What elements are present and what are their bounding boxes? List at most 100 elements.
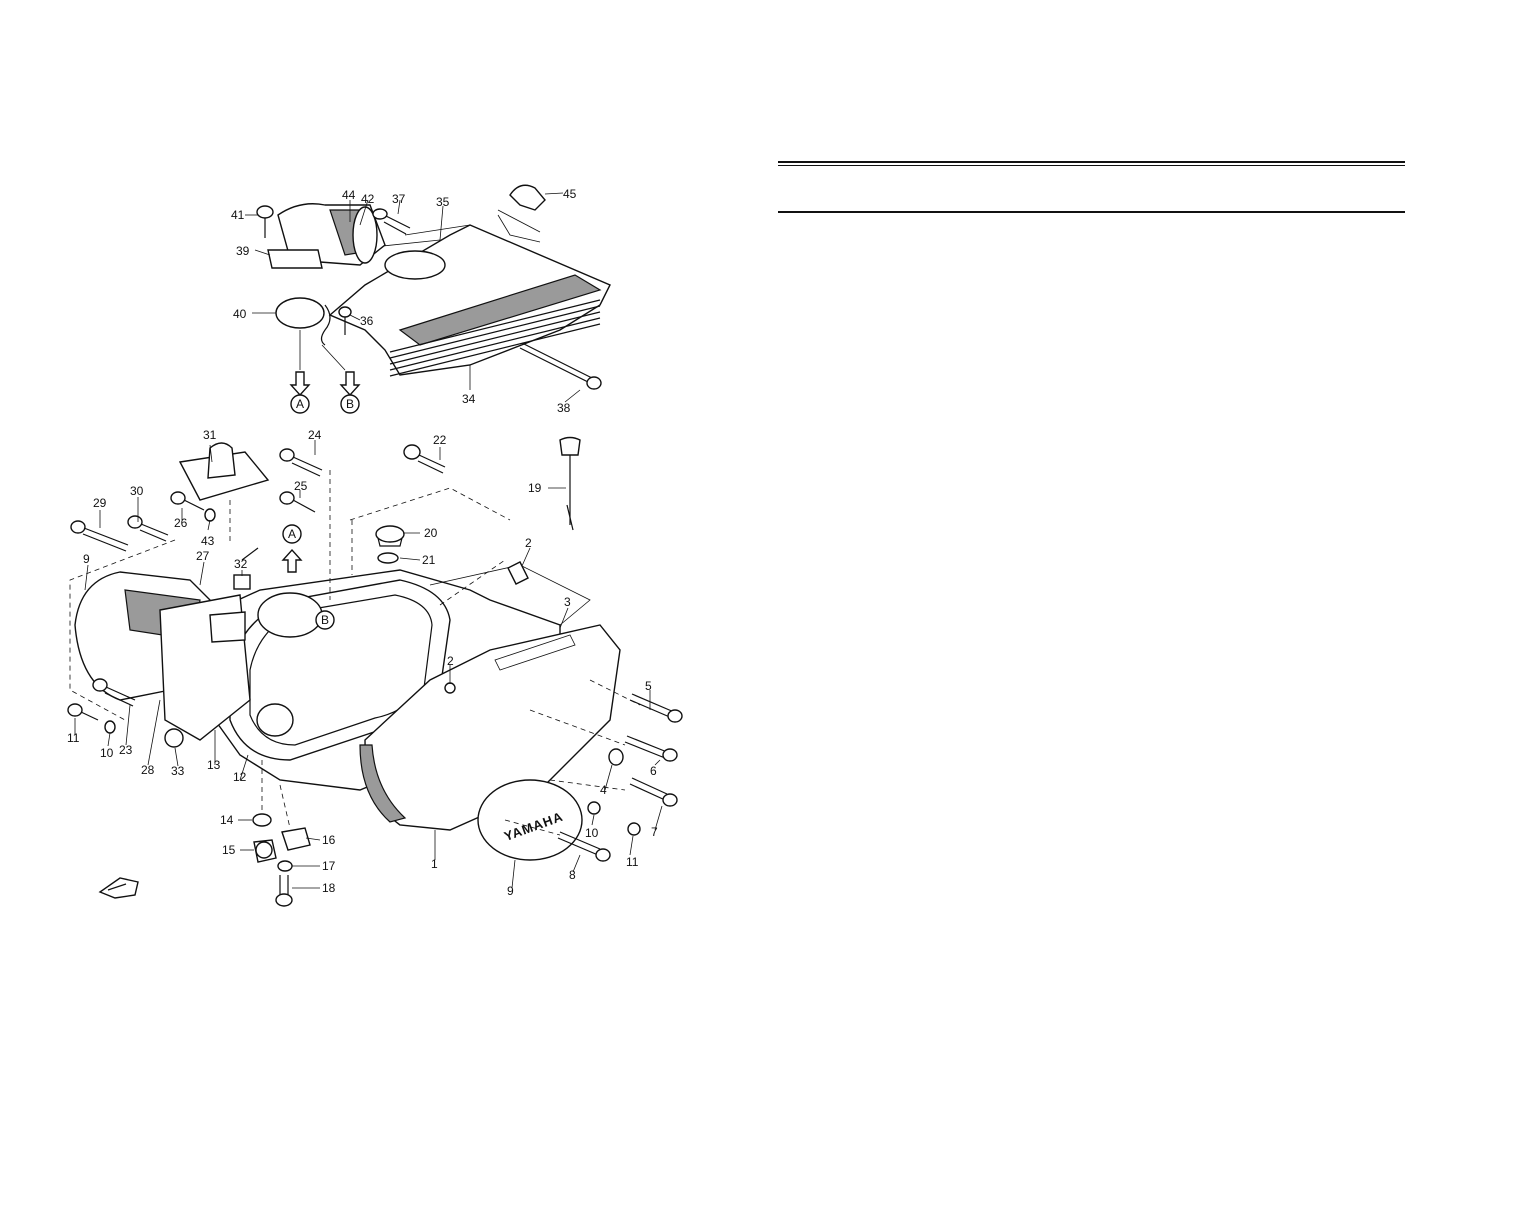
filler-cap-20 (375, 525, 405, 547)
marker-b-upper: B (340, 394, 360, 414)
bolt-7 (629, 777, 678, 807)
nut-11-right (627, 822, 641, 836)
callout-label: 24 (308, 428, 322, 442)
screw-11-left (67, 703, 99, 721)
callout-label: 3 (564, 595, 571, 609)
callout-label: 43 (201, 534, 215, 548)
callout-label: 11 (626, 855, 639, 869)
callout-label: 33 (171, 764, 185, 778)
leader-lines-upper (245, 192, 581, 403)
washer-17 (277, 860, 293, 872)
callout-label: 28 (141, 763, 155, 777)
callout-label: 39 (236, 244, 250, 258)
bolt-8 (557, 831, 611, 862)
callout-label: 11 (67, 731, 80, 745)
washer-10-left (104, 720, 116, 734)
callout-label: 10 (585, 826, 599, 840)
bolt-29 (70, 520, 129, 552)
marker-a-lower: A (282, 524, 302, 544)
dipstick-19 (559, 436, 581, 531)
callout-label: 12 (233, 770, 247, 784)
header-double-rule-bottom (778, 165, 1405, 166)
washer-10-right (587, 801, 601, 815)
marker-a-lower-label: A (288, 527, 296, 541)
header-single-rule (778, 211, 1405, 213)
callout-label: 37 (392, 192, 406, 206)
callout-label: 41 (231, 208, 245, 222)
callout-label: 26 (174, 516, 188, 530)
marker-b-lower: B (315, 610, 335, 630)
callout-label: 27 (196, 549, 210, 563)
callout-label: 1 (431, 857, 438, 871)
bolt-26 (170, 491, 205, 511)
callout-label: 38 (557, 401, 571, 415)
o-ring-40 (275, 297, 325, 329)
marker-b-lower-label: B (321, 613, 329, 627)
washer-43 (204, 508, 216, 522)
bolt-22 (403, 444, 446, 474)
callout-label: 21 (422, 553, 436, 567)
callout-label: 42 (361, 192, 375, 206)
callout-label: 9 (507, 884, 514, 898)
marker-b-upper-label: B (346, 397, 354, 411)
callout-label: 19 (528, 481, 542, 495)
intake-ring (352, 206, 378, 264)
bolt-23 (92, 678, 136, 707)
shroud-opening (384, 250, 446, 280)
clip-45 (497, 184, 546, 243)
cylinder-opening (257, 592, 323, 638)
view-arrow-a-upper (289, 371, 311, 397)
bolt-24 (279, 448, 323, 477)
marker-a-upper-label: A (296, 397, 304, 411)
inspection-window (209, 611, 246, 643)
callout-label: 35 (436, 195, 450, 209)
view-arrow-a-lower (281, 548, 303, 573)
o-ring-21 (377, 552, 399, 564)
bolt-6 (624, 735, 678, 762)
callout-label: 29 (93, 496, 107, 510)
callout-label: 2 (525, 536, 532, 550)
callout-label: 34 (462, 392, 476, 406)
dowel-2-upper (507, 561, 529, 585)
view-arrow-b-upper (339, 371, 361, 397)
plug-4 (608, 748, 624, 766)
callout-label: 32 (234, 557, 248, 571)
pump-cover-boss (207, 442, 236, 479)
callout-label: 16 (322, 833, 336, 847)
right-cover-rim (359, 744, 407, 823)
callout-label: 36 (360, 314, 374, 328)
callout-label: 5 (645, 679, 652, 693)
callout-label: 6 (650, 764, 657, 778)
callout-label: 7 (651, 825, 658, 839)
callout-label: 45 (563, 187, 577, 201)
intake-flange (267, 249, 323, 269)
bolt-5 (629, 693, 683, 723)
crankcase-dashed-top (429, 564, 591, 626)
callout-label: 18 (322, 881, 336, 895)
shroud-fin-top (398, 274, 602, 346)
emblem-cover-9 (477, 779, 583, 861)
air-intake-shroud-assembly (245, 184, 611, 403)
callout-labels: 41 44 42 37 35 45 39 40 36 34 38 31 24 2… (67, 187, 658, 898)
screw-41 (256, 205, 274, 238)
callout-label: 20 (424, 526, 438, 540)
callout-label: 22 (433, 433, 447, 447)
forward-arrow-icon (98, 877, 139, 899)
callout-label: 13 (207, 758, 221, 772)
bolt-25 (279, 491, 316, 513)
callout-label: 14 (220, 813, 234, 827)
callout-label: 17 (322, 859, 336, 873)
callout-label: 2 (447, 654, 454, 668)
callout-label: 4 (600, 783, 607, 797)
callout-label: 30 (130, 484, 144, 498)
callout-label: 25 (294, 479, 308, 493)
callout-label: 8 (569, 868, 576, 882)
leader-lines-lower (69, 440, 663, 889)
callout-label: 23 (119, 743, 133, 757)
marker-a-upper: A (290, 394, 310, 414)
callout-label: 40 (233, 307, 247, 321)
header-double-rule-top (778, 161, 1405, 163)
washer-14 (252, 813, 272, 827)
callout-label: 31 (203, 428, 217, 442)
bolt-36 (320, 304, 352, 346)
